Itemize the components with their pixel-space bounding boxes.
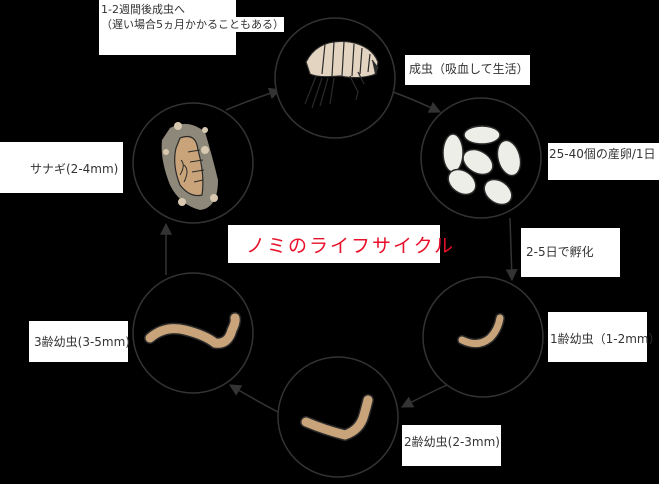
- flea-adult-icon: [304, 40, 379, 109]
- arrow-larva2-to-larva3: [228, 384, 279, 413]
- pupa-to-adult-duration-line2: （遅い場合5ヵ月かかることもある）: [101, 17, 284, 32]
- stage-circle-larva2: [277, 356, 399, 478]
- larva-first-instar-icon: [457, 313, 505, 349]
- pupa-to-adult-duration-line1: 1-2週間後成虫へ: [101, 3, 185, 16]
- transition-label-hatch: 2-5日で孵化: [521, 228, 620, 277]
- eggs-icon: [442, 125, 522, 206]
- diagram-title: ノミのライフサイクル: [228, 225, 453, 263]
- larva-second-instar-icon: [300, 394, 374, 442]
- stage-circle-adult: [274, 17, 396, 139]
- cycle-arrows: [160, 87, 518, 413]
- stage-label-adult: 成虫（吸血して生活）: [405, 55, 530, 85]
- pupa-to-adult-duration-label: 1-2週間後成虫へ （遅い場合5ヵ月かかることもある）: [99, 0, 284, 55]
- pupa-icon: [161, 122, 218, 210]
- stage-label-eggs: 25-40個の産卵/1日: [548, 143, 659, 180]
- stage-label-larva2: 2齢幼虫(2-3mm): [402, 425, 501, 466]
- stage-label-larva3: 3齢幼虫(3-5mm): [29, 321, 130, 362]
- arrow-pupa-to-adult: [225, 87, 282, 111]
- arrow-eggs-to-larva1: [505, 217, 518, 282]
- stage-label-larva1: 1齢幼虫（1-2mm）: [548, 312, 659, 362]
- arrow-adult-to-eggs: [392, 91, 442, 113]
- stage-label-pupa: サナギ(2-4mm): [0, 142, 123, 193]
- arrow-larva1-to-larva2: [400, 384, 448, 408]
- larva-third-instar-icon: [144, 312, 242, 350]
